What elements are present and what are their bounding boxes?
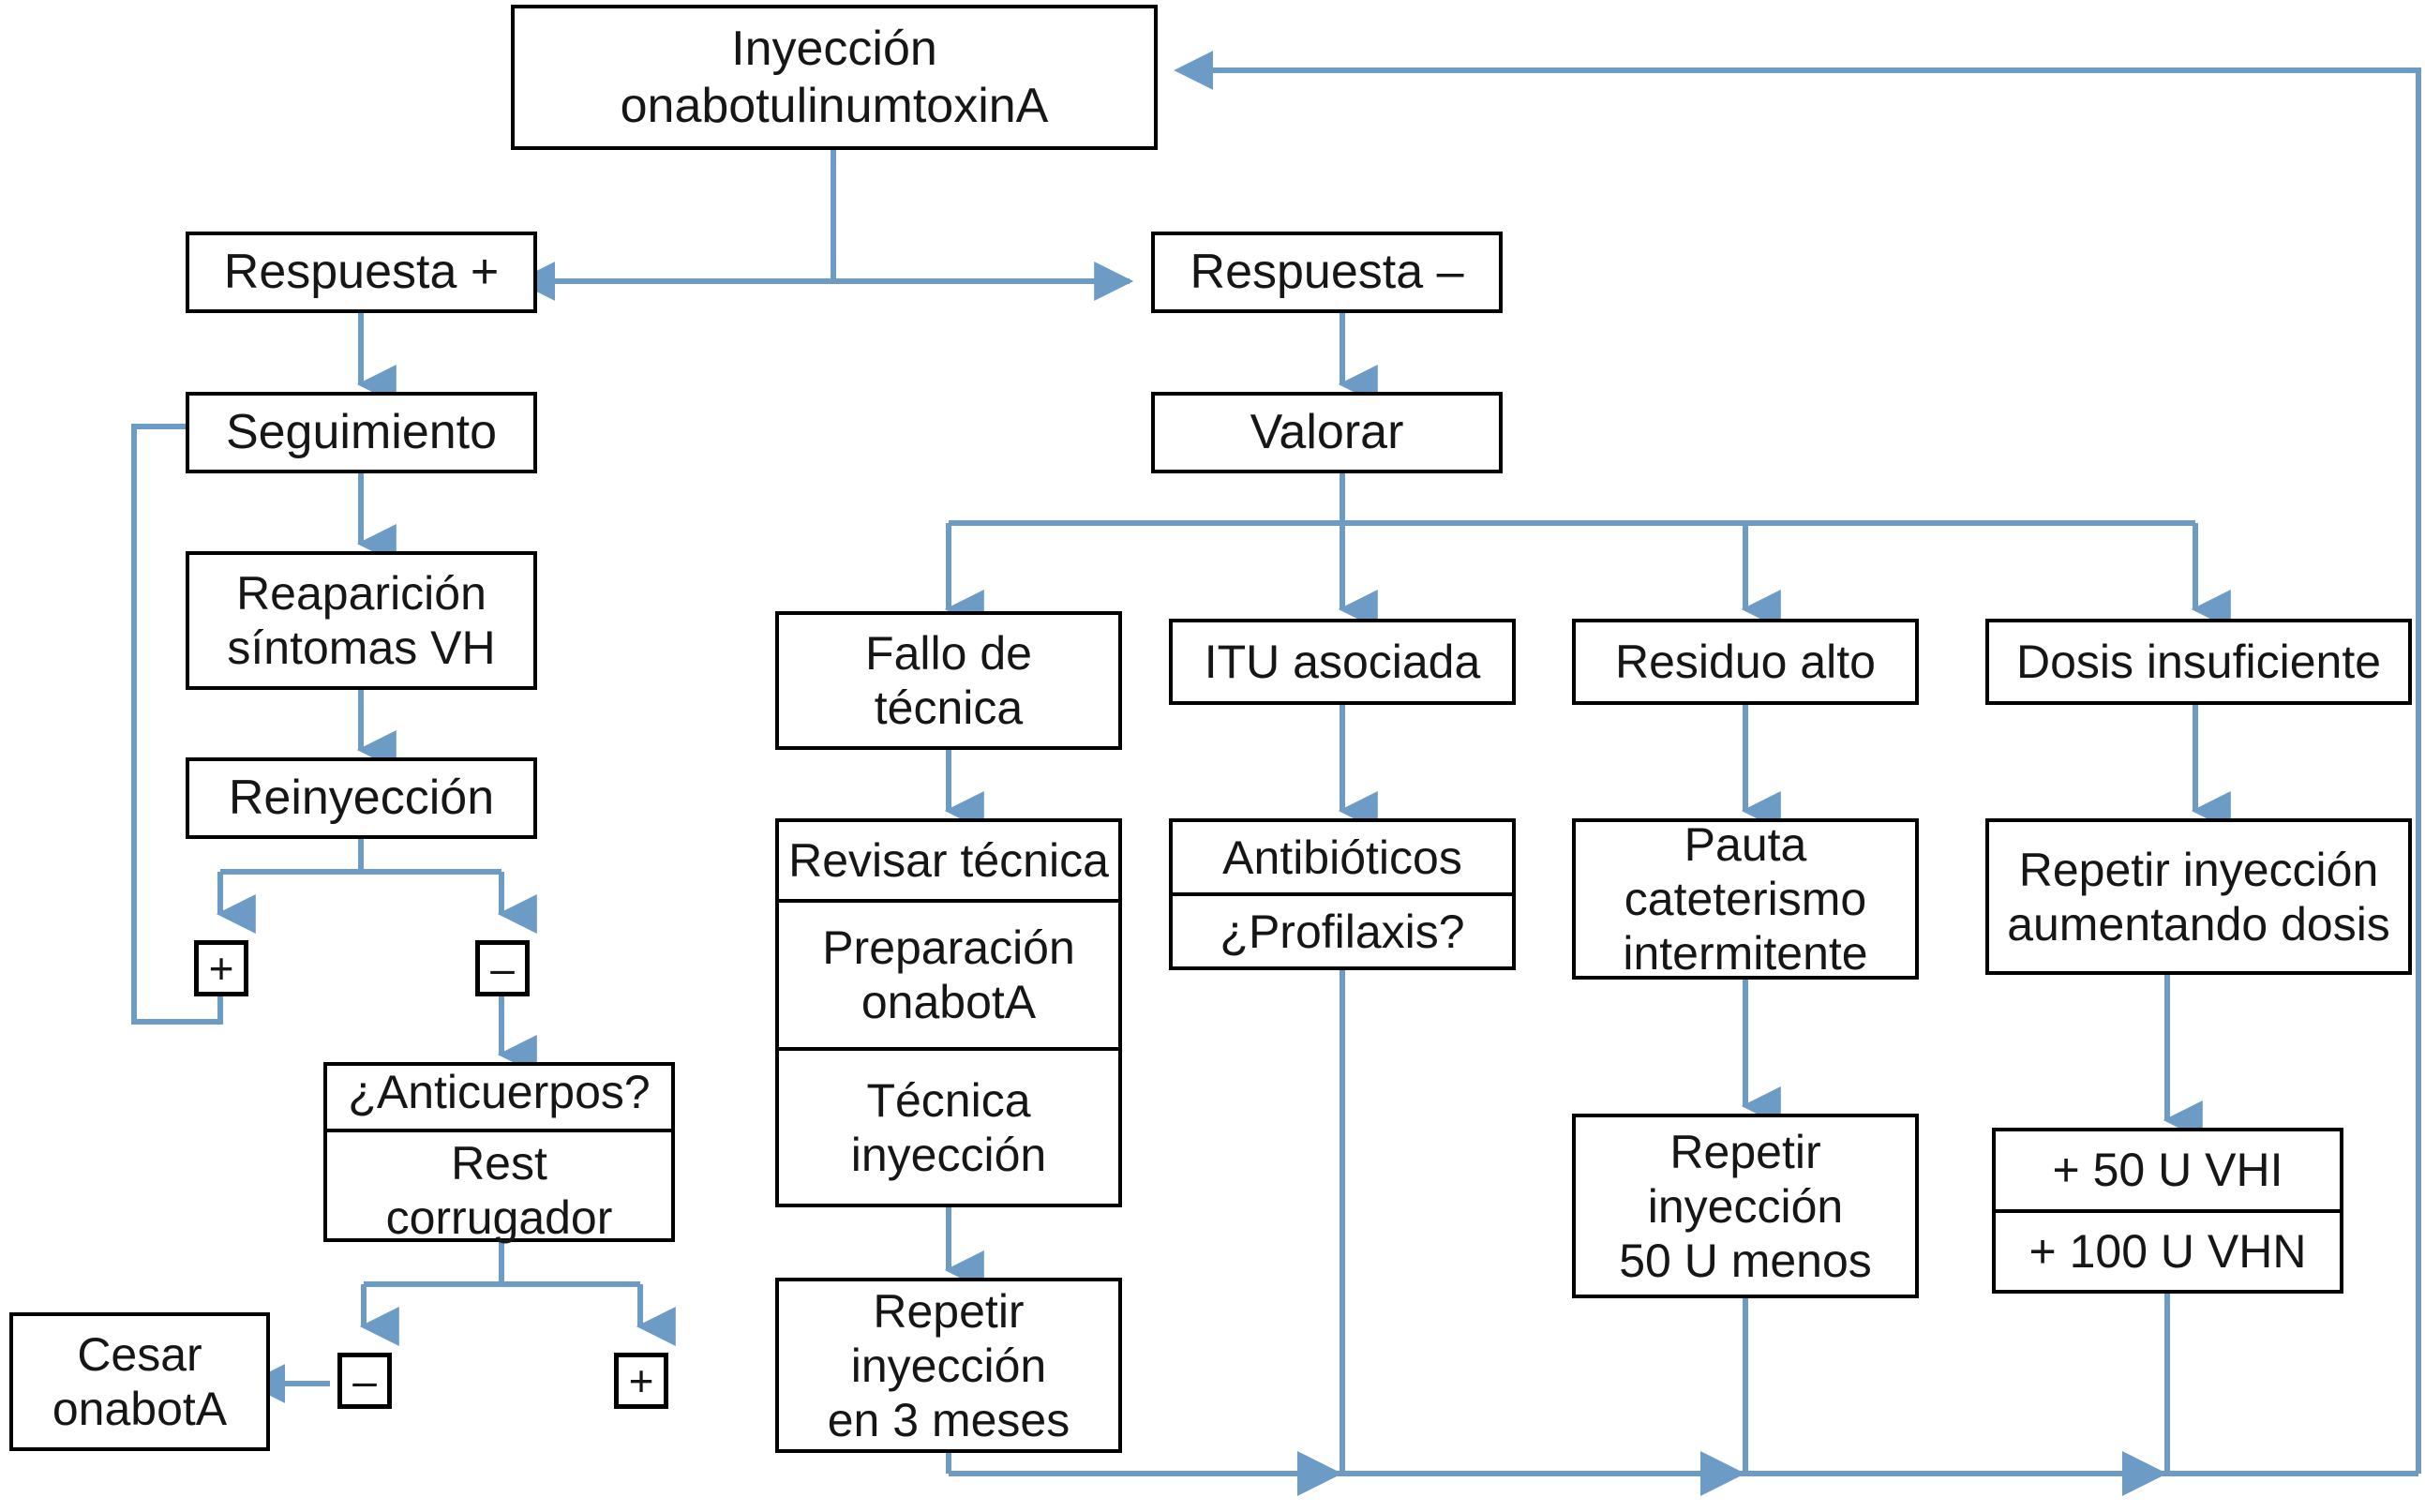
node-cesar-onabota[interactable]: Cesar onabotA: [9, 1312, 270, 1451]
symbol-reinyeccion-plus-label: +: [208, 944, 234, 993]
node-pauta-cateterismo[interactable]: Pauta cateterismo intermitente: [1572, 818, 1919, 980]
node-pauta-cateterismo-label: Pauta cateterismo intermitente: [1623, 818, 1868, 980]
node-itu-asociada-label: ITU asociada: [1204, 636, 1481, 688]
node-repetir-inyeccion-50-u-menos[interactable]: Repetir inyección 50 U menos: [1572, 1114, 1919, 1298]
node-seguimiento[interactable]: Seguimiento: [186, 392, 537, 473]
bottom-arrow-dosis: [2122, 1451, 2167, 1496]
node-revisar-tecnica[interactable]: Revisar técnica Preparación onabotA Técn…: [775, 818, 1122, 1207]
node-respuesta-negativa[interactable]: Respuesta –: [1151, 232, 1503, 313]
node-reaparicion-sintomas-label: Reaparición síntomas VH: [227, 567, 496, 674]
node-revisar-tecnica-row-2: Técnica inyección: [779, 1047, 1118, 1204]
symbol-reinyeccion-minus[interactable]: –: [475, 940, 530, 996]
node-revisar-tecnica-row-0: Revisar técnica: [788, 834, 1109, 887]
symbol-anticuerpos-plus[interactable]: +: [614, 1353, 668, 1409]
node-antibioticos-row-1: ¿Profilaxis?: [1173, 892, 1512, 966]
node-repetir-inyeccion-aumentando-dosis-label: Repetir inyección aumentando dosis: [2007, 843, 2390, 951]
node-anticuerpos-row-1: Rest corrugador: [327, 1129, 671, 1249]
node-revisar-tecnica-row-1: Preparación onabotA: [779, 899, 1118, 1047]
node-repetir-inyeccion-3-meses-label: Repetir inyección en 3 meses: [827, 1284, 1070, 1446]
node-dosis-units-row-1: + 100 U VHN: [1996, 1208, 2340, 1291]
node-repetir-inyeccion-50-u-menos-label: Repetir inyección 50 U menos: [1619, 1125, 1872, 1287]
node-itu-asociada[interactable]: ITU asociada: [1169, 619, 1516, 705]
symbol-anticuerpos-minus[interactable]: –: [337, 1353, 392, 1409]
wire-return-to-inyeccion: [1174, 51, 2421, 1474]
node-reinyeccion[interactable]: Reinyección: [186, 757, 537, 839]
node-respuesta-negativa-label: Respuesta –: [1190, 245, 1464, 300]
node-dosis-units-row-0: + 50 U VHI: [2052, 1144, 2283, 1197]
node-respuesta-positiva-label: Respuesta +: [223, 245, 500, 300]
node-fallo-tecnica[interactable]: Fallo de técnica: [775, 611, 1122, 750]
symbol-anticuerpos-plus-label: +: [628, 1356, 654, 1405]
node-reaparicion-sintomas[interactable]: Reaparición síntomas VH: [186, 551, 537, 690]
node-inyeccion[interactable]: Inyección onabotulinumtoxinA: [511, 5, 1158, 150]
node-valorar-label: Valorar: [1250, 405, 1404, 460]
node-anticuerpos-row-0: ¿Anticuerpos?: [348, 1066, 651, 1118]
bottom-bus-arrowheads: [1297, 1451, 2167, 1496]
bottom-arrow-itu: [1297, 1451, 1342, 1496]
node-repetir-inyeccion-aumentando-dosis[interactable]: Repetir inyección aumentando dosis: [1985, 818, 2412, 975]
node-seguimiento-label: Seguimiento: [225, 405, 498, 460]
node-respuesta-positiva[interactable]: Respuesta +: [186, 232, 537, 313]
node-residuo-alto[interactable]: Residuo alto: [1572, 619, 1919, 705]
bottom-arrow-residuo: [1700, 1451, 1745, 1496]
node-residuo-alto-label: Residuo alto: [1615, 636, 1876, 688]
symbol-reinyeccion-plus[interactable]: +: [194, 940, 248, 996]
symbol-reinyeccion-minus-label: –: [490, 944, 515, 993]
node-cesar-onabota-label: Cesar onabotA: [52, 1328, 228, 1435]
node-dosis-units[interactable]: + 50 U VHI + 100 U VHN: [1992, 1128, 2343, 1294]
symbol-anticuerpos-minus-label: –: [352, 1356, 377, 1405]
wire-plus-loop-seguimiento: [131, 407, 286, 1025]
node-anticuerpos[interactable]: ¿Anticuerpos? Rest corrugador: [323, 1062, 675, 1244]
node-reinyeccion-label: Reinyección: [228, 771, 495, 826]
node-antibioticos-row-0: Antibióticos: [1222, 831, 1462, 884]
node-inyeccion-label: Inyección onabotulinumtoxinA: [620, 22, 1049, 133]
node-antibioticos[interactable]: Antibióticos ¿Profilaxis?: [1169, 818, 1516, 970]
node-fallo-tecnica-label: Fallo de técnica: [865, 627, 1032, 734]
node-dosis-insuficiente-label: Dosis insuficiente: [2015, 636, 2382, 688]
node-valorar[interactable]: Valorar: [1151, 392, 1503, 473]
node-repetir-inyeccion-3-meses[interactable]: Repetir inyección en 3 meses: [775, 1278, 1122, 1453]
node-dosis-insuficiente[interactable]: Dosis insuficiente: [1985, 619, 2412, 705]
